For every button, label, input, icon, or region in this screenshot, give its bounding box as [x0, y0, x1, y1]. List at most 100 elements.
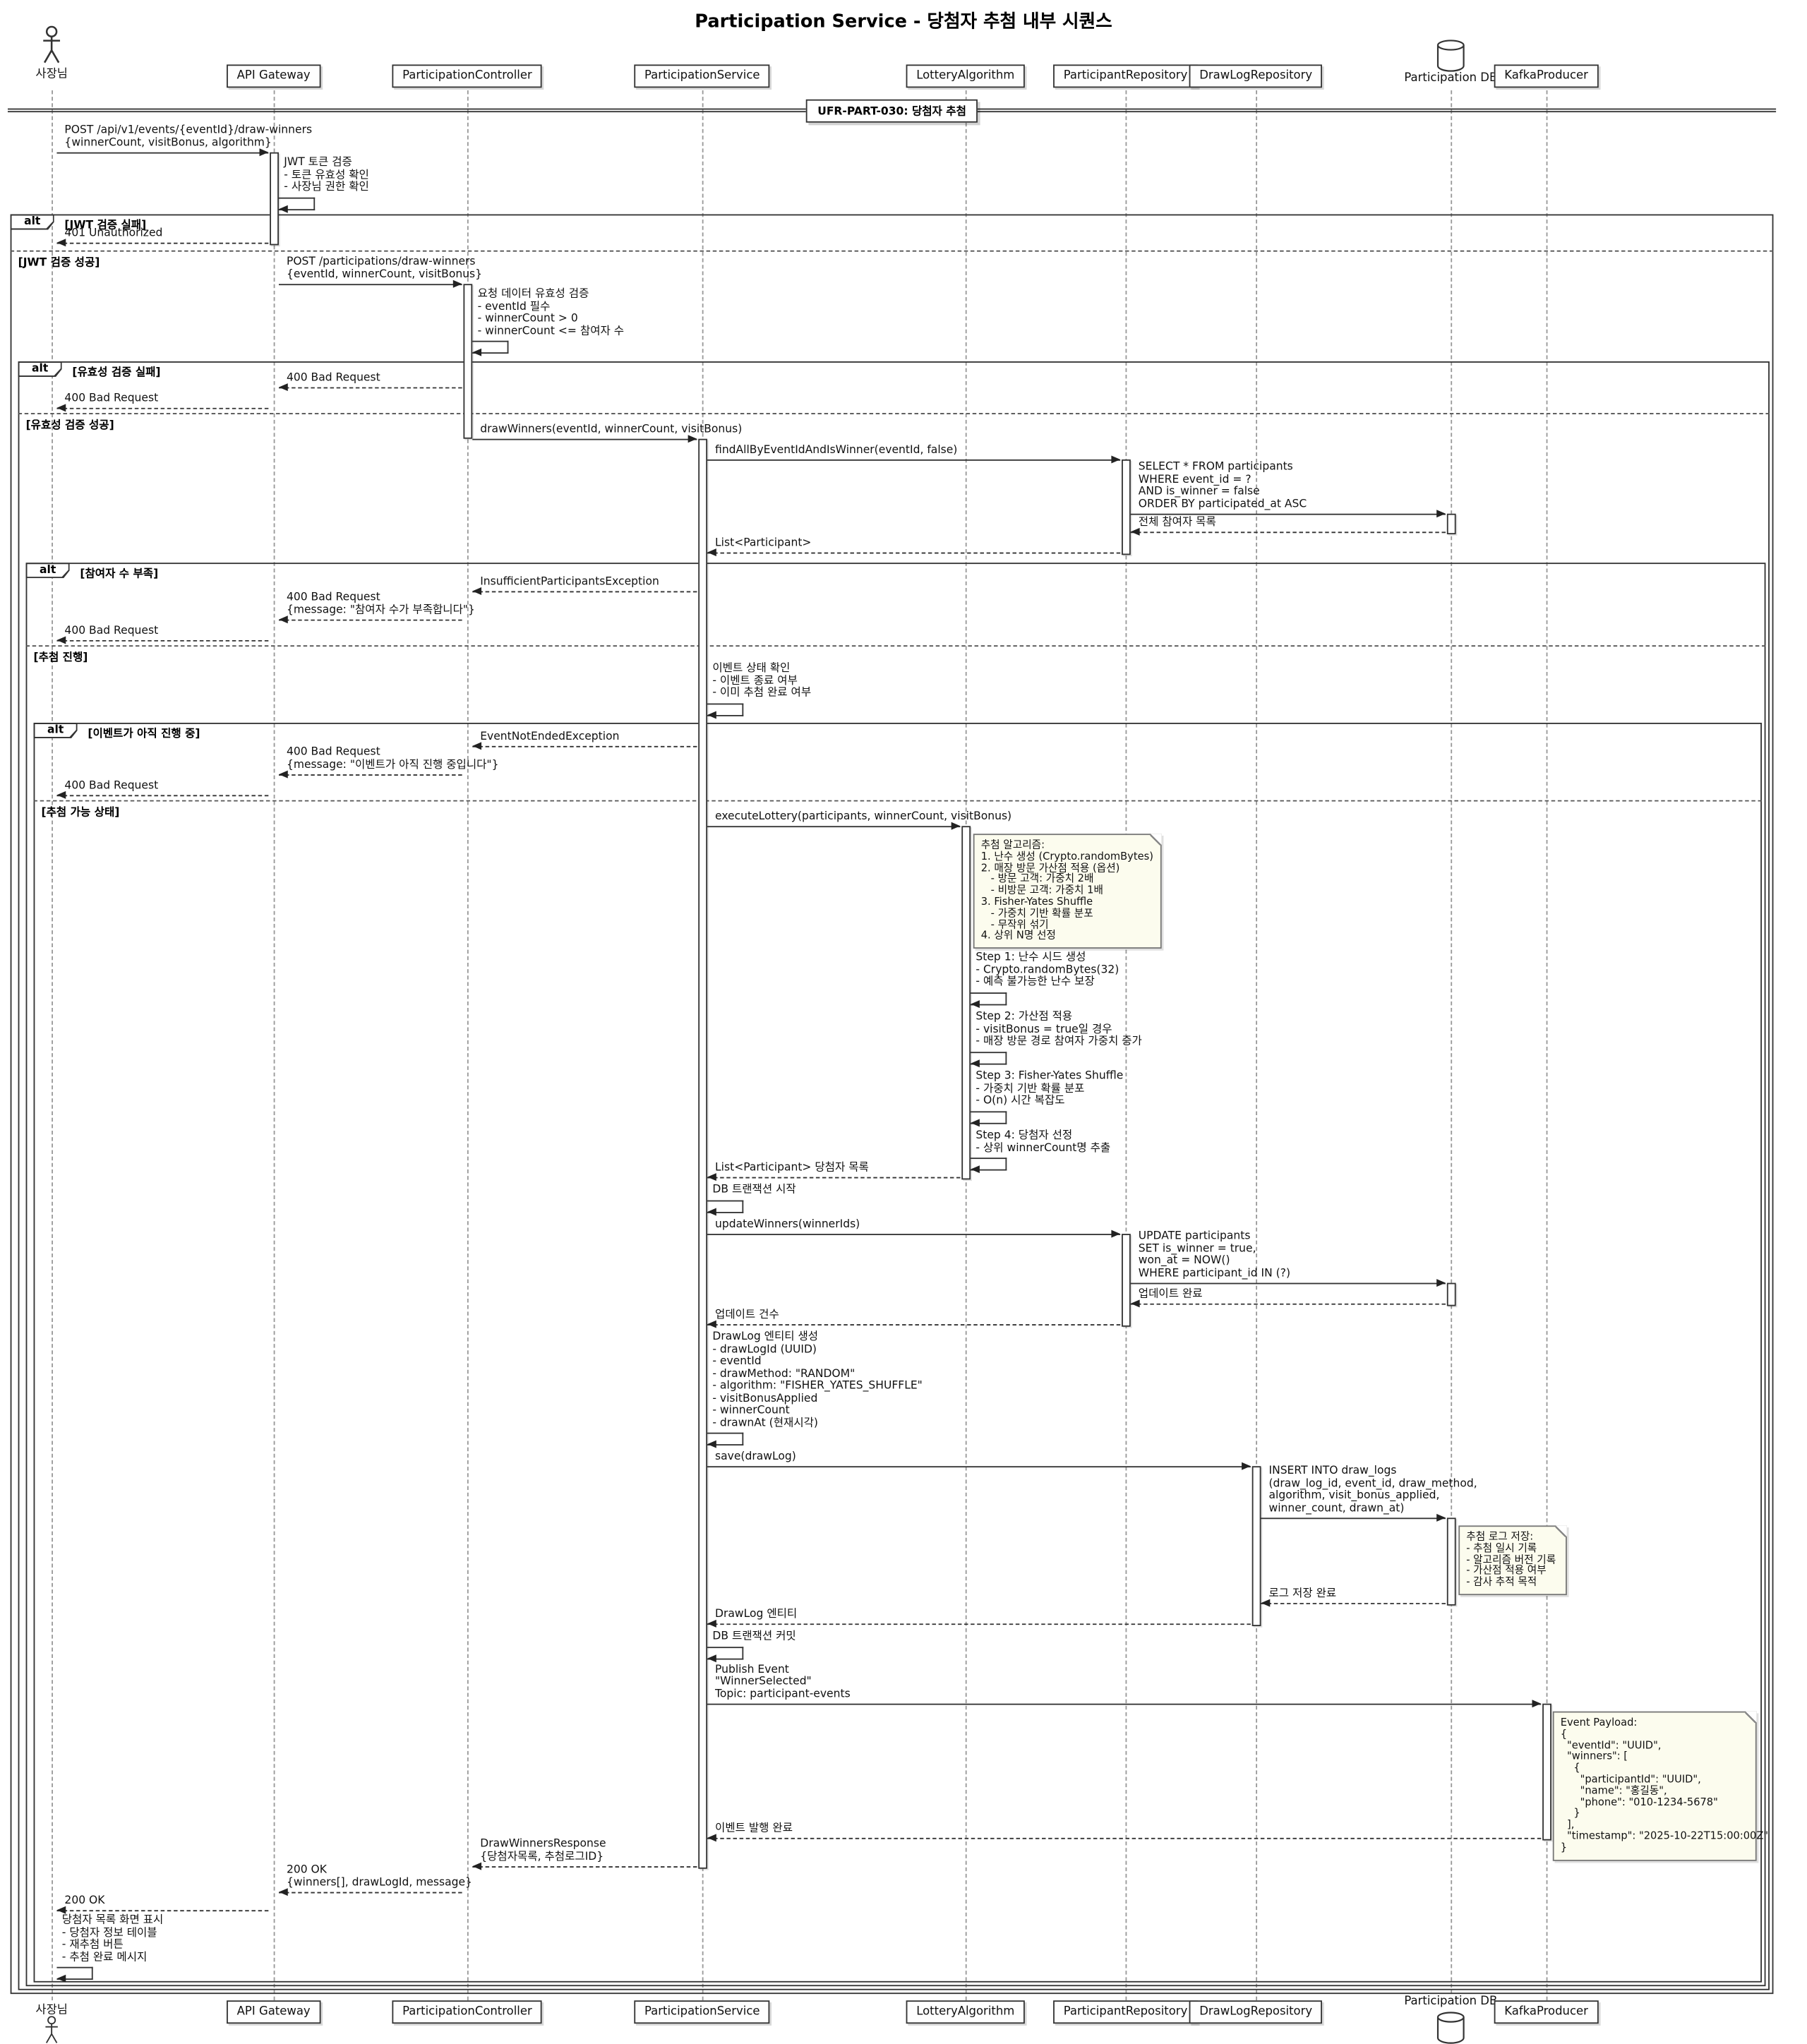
- arrowhead-icon: [707, 1654, 716, 1662]
- alt-condition: [참여자 수 부족]: [80, 567, 159, 581]
- arrowhead-icon: [971, 1118, 980, 1126]
- arrowhead-icon: [472, 348, 482, 356]
- activation-bar: [697, 438, 707, 1869]
- note-fold-icon: [1555, 1525, 1567, 1537]
- alt-frame: [10, 214, 1774, 1995]
- participant-box-top: ParticipationController: [392, 64, 543, 88]
- message-line: [56, 795, 269, 797]
- message-label: updateWinners(winnerIds): [715, 1218, 860, 1231]
- message-label: save(drawLog): [715, 1450, 796, 1463]
- self-message-arrow: [971, 1158, 1007, 1171]
- arrowhead-icon: [971, 1165, 980, 1174]
- message-line: [707, 552, 1121, 554]
- participant-box-top: DrawLogRepository: [1189, 64, 1323, 88]
- self-message-arrow: [971, 1110, 1007, 1124]
- message-label: findAllByEventIdAndIsWinner(eventId, fal…: [715, 443, 958, 457]
- self-message-arrow: [707, 1646, 744, 1659]
- arrowhead-icon: [56, 635, 66, 644]
- self-message-text: 요청 데이터 유효성 검증- eventId 필수- winnerCount >…: [477, 287, 625, 338]
- arrowhead-icon: [1436, 509, 1446, 517]
- self-message-text: Step 1: 난수 시드 생성- Crypto.randomBytes(32)…: [975, 951, 1119, 989]
- message-label: DrawLog 엔티티: [715, 1607, 798, 1621]
- arrowhead-icon: [1130, 1299, 1140, 1307]
- message-line: [707, 459, 1121, 461]
- self-message-text: 당첨자 목록 화면 표시- 당첨자 정보 테이블- 재추첨 버튼- 추첨 완료 …: [61, 1913, 164, 1964]
- activation-bar: [1446, 1282, 1455, 1306]
- note-fold-icon: [1150, 834, 1162, 846]
- message-label: 이벤트 발행 완료: [715, 1822, 793, 1835]
- participant-box-top: ParticipantRepository: [1053, 64, 1198, 88]
- participant-box-top: KafkaProducer: [1494, 64, 1599, 88]
- message-line: [472, 591, 697, 593]
- database-icon: [1435, 2011, 1466, 2044]
- message-label: executeLottery(participants, winnerCount…: [715, 810, 1012, 823]
- message-line: [1261, 1603, 1446, 1604]
- arrowhead-icon: [1111, 1229, 1121, 1237]
- participant-box-bottom: ParticipationController: [392, 2000, 543, 2024]
- activation-bar: [269, 152, 279, 246]
- message-line: [278, 387, 462, 389]
- arrowhead-icon: [707, 1172, 716, 1181]
- arrowhead-icon: [707, 1440, 716, 1448]
- arrowhead-icon: [1261, 1598, 1271, 1606]
- message-line: [56, 152, 269, 154]
- participant-label: Participation DB: [1401, 72, 1500, 85]
- message-line: [707, 1324, 1121, 1325]
- arrowhead-icon: [707, 710, 716, 719]
- self-message-text: DB 트랜잭션 커밋: [712, 1630, 796, 1643]
- lifeline-kafka: [1546, 90, 1548, 2001]
- arrowhead-icon: [1130, 527, 1140, 535]
- arrowhead-icon: [1436, 1513, 1446, 1521]
- alt-condition: [유효성 검증 성공]: [25, 419, 114, 433]
- message-label: 400 Bad Request{message: "참여자 수가 부족합니다"}: [286, 591, 475, 617]
- arrowhead-icon: [707, 1833, 716, 1841]
- message-label: List<Participant>: [715, 536, 812, 550]
- message-label: 업데이트 건수: [715, 1308, 779, 1321]
- message-label: Publish Event"WinnerSelected"Topic: part…: [715, 1663, 851, 1701]
- arrowhead-icon: [278, 1887, 288, 1896]
- self-message-text: DB 트랜잭션 시작: [712, 1183, 796, 1197]
- alt-frame: [18, 361, 1770, 1990]
- alt-label: alt: [35, 723, 76, 738]
- lifeline-db: [1451, 90, 1453, 2001]
- participant-box-bottom: ParticipationService: [634, 2000, 771, 2024]
- self-message-arrow: [971, 1051, 1007, 1064]
- message-label: 200 OK{winners[], drawLogId, message}: [286, 1863, 472, 1889]
- lifeline-controller: [467, 90, 469, 2001]
- message-label: DrawWinnersResponse{당첨자목록, 추첨로그ID}: [480, 1837, 606, 1863]
- message-line: [278, 284, 462, 286]
- lifeline-boss: [52, 90, 53, 2001]
- arrowhead-icon: [472, 587, 482, 595]
- arrowhead-icon: [1532, 1699, 1542, 1707]
- arrowhead-icon: [688, 434, 697, 443]
- message-label: INSERT INTO draw_logs(draw_log_id, event…: [1268, 1465, 1477, 1515]
- message-label: POST /api/v1/events/{eventId}/draw-winne…: [64, 124, 313, 150]
- self-message-arrow: [707, 1432, 744, 1445]
- participant-box-bottom: DrawLogRepository: [1189, 2000, 1323, 2024]
- message-label: List<Participant> 당첨자 목록: [715, 1160, 869, 1174]
- arrowhead-icon: [707, 1618, 716, 1627]
- message-label: 400 Bad Request: [286, 371, 380, 384]
- note: 추첨 로그 저장:- 추첨 일시 기록- 알고리즘 버전 기록- 가산점 적용 …: [1458, 1525, 1567, 1596]
- alt-divider: [18, 413, 1770, 414]
- alt-frame-tab: alt: [33, 722, 78, 738]
- message-line: [1130, 513, 1446, 515]
- message-line: [707, 1177, 961, 1179]
- message-line: [1130, 1282, 1446, 1285]
- message-label: 로그 저장 완료: [1268, 1587, 1337, 1600]
- message-line: [56, 639, 269, 642]
- alt-frame-tab: alt: [25, 563, 70, 579]
- message-line: [707, 1623, 1251, 1625]
- message-label: 200 OK: [64, 1894, 105, 1907]
- arrowhead-icon: [56, 1974, 66, 1983]
- alt-label: alt: [19, 362, 61, 376]
- self-message-arrow: [56, 1966, 93, 1980]
- participant-label: 사장님: [32, 2000, 71, 2018]
- alt-condition: [JWT 검증 성공]: [18, 256, 100, 270]
- arrowhead-icon: [971, 999, 980, 1008]
- section-title: UFR-PART-030: 당첨자 추첨: [805, 99, 978, 123]
- message-label: drawWinners(eventId, winnerCount, visitB…: [480, 422, 743, 436]
- participant-box-bottom: LotteryAlgorithm: [906, 2000, 1025, 2024]
- participant-box-top: ParticipationService: [634, 64, 771, 88]
